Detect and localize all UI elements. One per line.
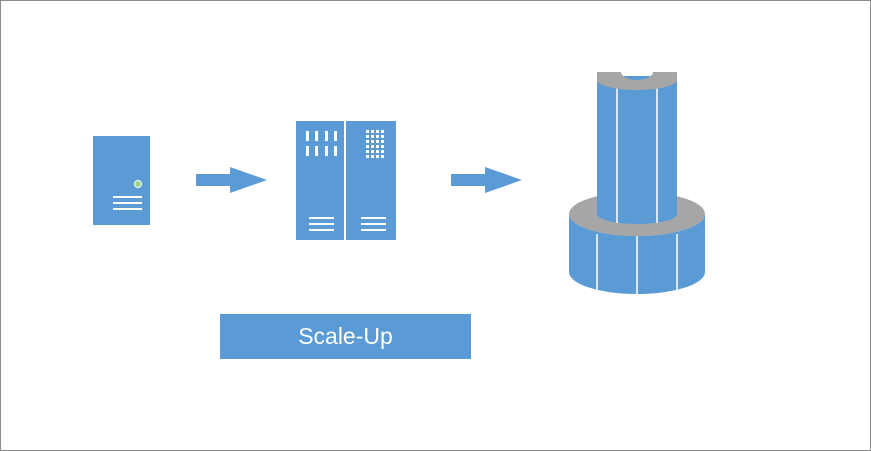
mainframe-icon bbox=[569, 72, 705, 294]
arrow-right-icon bbox=[451, 167, 522, 193]
small-server-icon bbox=[93, 136, 150, 225]
arrow-right-icon bbox=[196, 167, 267, 193]
rack-server-icon bbox=[296, 121, 396, 240]
scale-up-label: Scale-Up bbox=[220, 314, 471, 359]
